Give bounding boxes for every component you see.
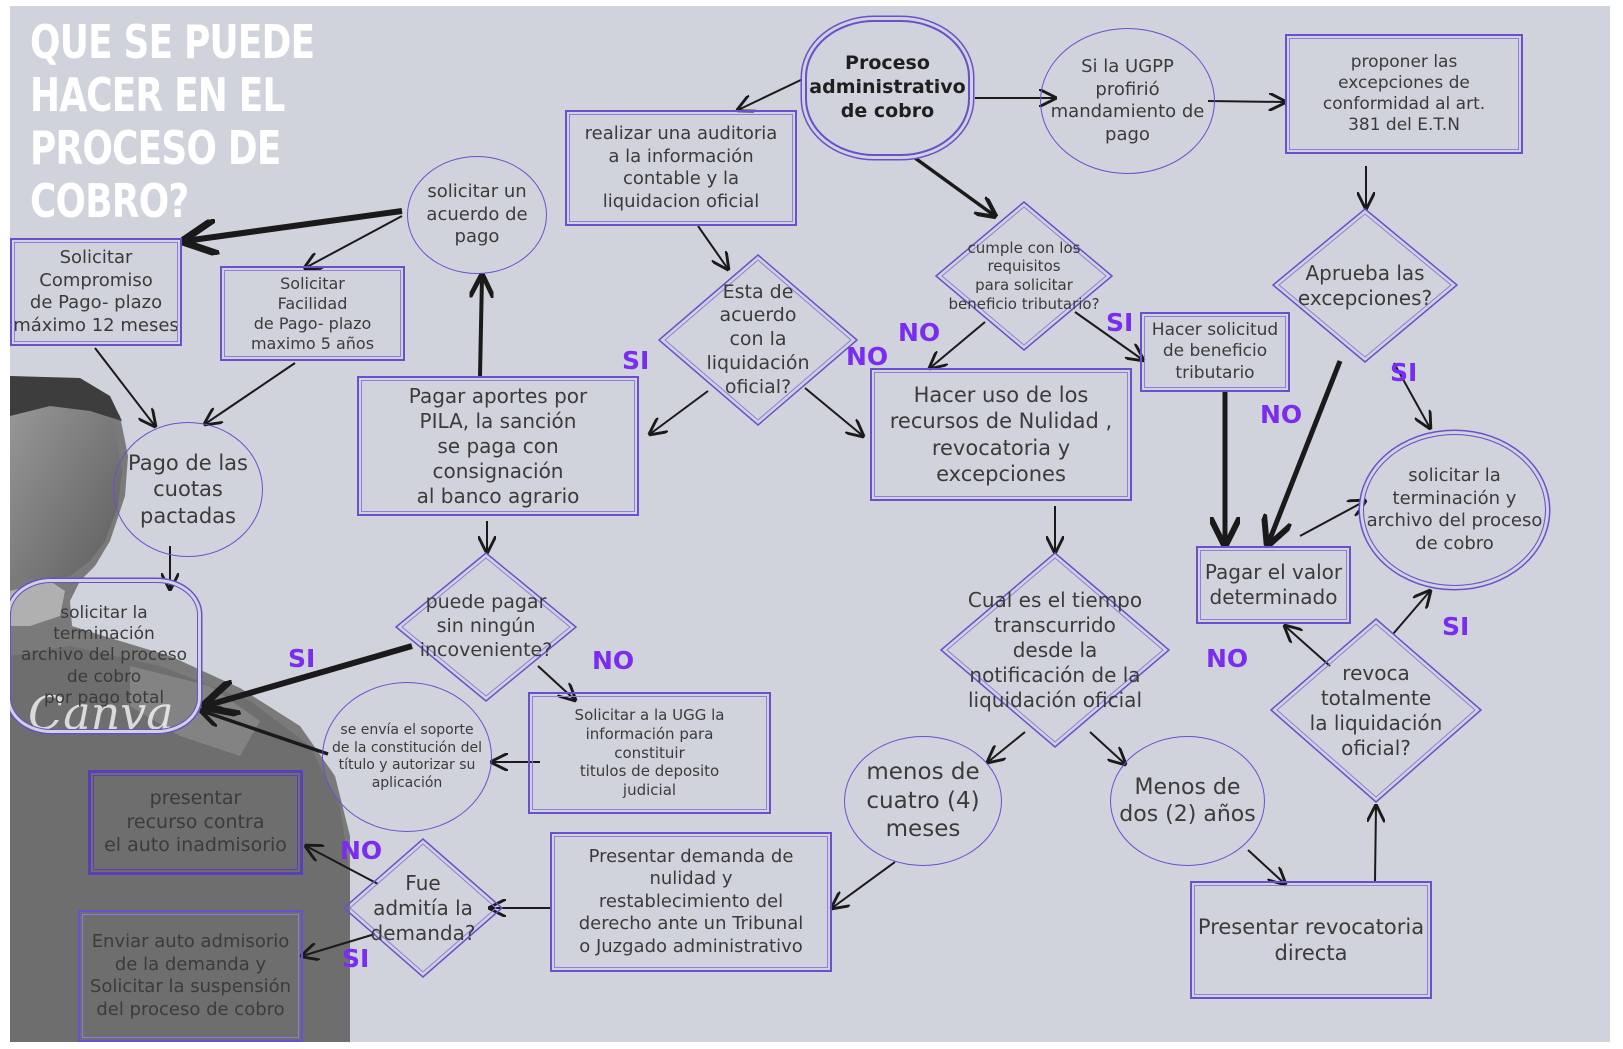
label-no: NO [1260,400,1303,429]
diamond-shape [394,552,578,702]
arrow-proceso-auditoria [738,77,806,110]
title-line-4: COBRO? [30,174,189,228]
arrow-revocatoria-revoca [1375,806,1376,882]
diamond-text: puede pagar sin ningún incoveniente? [419,591,553,661]
node-pagar-valor-determinado[interactable]: Pagar el valor determinado [1196,546,1351,624]
connector-arrows [94,77,1610,1042]
title-line-1: QUE SE PUEDE [30,15,315,69]
node-cual-tiempo[interactable]: Cual es el tiempo transcurrido desde la … [939,552,1171,748]
label-no: NO [846,342,889,371]
arrow-cumple-recursos [930,321,986,368]
arrow-aprueba-pagar-valor [1268,360,1343,544]
arrow-dos-revocatoria [1247,849,1285,884]
diamond-text: Cual es el tiempo transcurrido desde la … [967,587,1143,712]
arrow-fue-recurso [306,846,379,885]
arrow-cual-dos [1089,731,1125,764]
node-hacer-solicitud-beneficio[interactable]: Hacer solicitud de beneficio tributario [1140,312,1290,392]
arrow-facilidad-cuotas [205,362,296,424]
node-presentar-recurso[interactable]: presentar recurso contra el auto inadmis… [88,770,303,875]
node-presentar-revocatoria[interactable]: Presentar revocatoria directa [1190,881,1432,999]
arrow-esta-recursos [804,387,863,436]
page-title: QUE SE PUEDE HACER EN EL PROCESO DE COBR… [30,15,315,228]
label-si: SI [288,644,316,673]
label-no: NO [898,318,941,347]
arrow-ugpp-proponer [1207,101,1285,102]
node-menos-cuatro-meses[interactable]: menos de cuatro (4) meses [844,736,1002,866]
node-menos-dos-anos[interactable]: Menos de dos (2) años [1110,736,1265,866]
node-soporte-titulo[interactable]: se envía el soporte de la constitución d… [322,682,492,832]
node-aprueba-excepciones[interactable]: Aprueba las excepciones? [1271,208,1459,363]
node-pago-cuotas[interactable]: Pago de las cuotas pactadas [113,422,263,557]
arrow-fue-enviar [302,933,376,956]
node-solicitar-terminacion-left[interactable]: solicitar la terminación archivo del pro… [10,582,198,730]
arrow-acuerdo-facilidad [305,215,403,268]
label-si: SI [1106,308,1134,337]
arrow-compromiso-cuotas [94,347,155,426]
canva-watermark: Canva [28,686,174,740]
arrow-revoca-terminacion [1392,591,1430,635]
node-hacer-uso-recursos[interactable]: Hacer uso de los recursos de Nulidad , r… [870,368,1132,501]
label-si: SI [1390,358,1418,387]
node-proceso-administrativo[interactable]: Proceso administrativo de cobro [805,20,970,156]
node-solicitar-compromiso[interactable]: Solicitar Compromiso de Pago- plazo máxi… [10,238,182,346]
diamond-shape [939,552,1171,748]
arrow-revoca-pagar-valor [1285,626,1331,667]
label-si: SI [342,944,370,973]
arrow-puede-ugg [537,665,575,700]
node-solicitar-ugg[interactable]: Solicitar a la UGG la información para c… [528,692,771,814]
node-solicitar-acuerdo-pago[interactable]: solicitar un acuerdo de pago [407,156,547,274]
diamond-shape [657,254,859,426]
arrow-auditoria-esta [697,225,728,269]
diamond-shape [1269,618,1483,803]
arrow-acuerdo-compromiso [185,208,403,241]
node-solicitar-facilidad[interactable]: Solicitar Facilidad de Pago- plazo maxim… [220,266,405,361]
diamond-text: Aprueba las excepciones? [1297,260,1433,310]
node-pagar-aportes-pila[interactable]: Pagar aportes por PILA, la sanción se pa… [357,376,639,516]
node-proponer-excepciones[interactable]: proponer las excepciones de conformidad … [1285,34,1523,154]
arrow-pagar-acuerdo [480,276,482,377]
node-realizar-auditoria[interactable]: realizar una auditoria a la información … [565,110,797,226]
arrow-pagar-valor-terminacion [1299,501,1365,537]
diamond-shape [342,838,504,978]
arrow-soporte-terminacion [202,711,329,756]
node-esta-de-acuerdo[interactable]: Esta de acuerdo con la liquidación ofici… [657,254,859,426]
arrow-cuatro-demanda [832,861,896,908]
label-no: NO [592,646,635,675]
label-no: NO [1206,644,1249,673]
node-si-ugpp[interactable]: Si la UGPP profirió mandamiento de pago [1040,28,1215,174]
node-fue-admitia[interactable]: Fue admitía la demanda? [342,838,504,978]
label-no: NO [340,836,383,865]
arrow-esta-pagar [650,390,709,434]
arrow-cumple-solicitud [1074,311,1143,360]
diamond-text: Esta de acuerdo con la liquidación ofici… [706,280,810,398]
node-cumple-requisitos[interactable]: cumple con los requisitos para solicitar… [934,201,1114,351]
node-presentar-demanda[interactable]: Presentar demanda de nulidad y restablec… [550,832,832,972]
arrow-puede-terminacion [205,643,413,706]
diamond-text: revoca totalmente la liquidación oficial… [1309,660,1443,760]
diamond-shape [934,201,1114,351]
diamond-shape [1271,208,1459,363]
label-si: SI [622,346,650,375]
title-line-2: HACER EN EL [30,68,285,122]
arrow-cual-cuatro [988,731,1026,762]
node-enviar-auto-admisorio[interactable]: Enviar auto admisorio de la demanda y So… [78,910,303,1042]
arrow-aprueba-terminacion [1393,362,1430,428]
node-revoca-totalmente[interactable]: revoca totalmente la liquidación oficial… [1269,618,1483,803]
node-puede-pagar[interactable]: puede pagar sin ningún incoveniente? [394,552,578,702]
diagram-canvas: QUE SE PUEDE HACER EN EL PROCESO DE COBR… [10,6,1610,1042]
label-si: SI [1442,612,1470,641]
node-solicitar-terminacion-right[interactable]: solicitar la terminación y archivo del p… [1363,434,1546,586]
diamond-text: Fue admitía la demanda? [370,870,476,945]
title-line-3: PROCESO DE [30,121,281,175]
diamond-text: cumple con los requisitos para solicitar… [948,238,1100,313]
arrow-proceso-cumple [913,156,995,216]
